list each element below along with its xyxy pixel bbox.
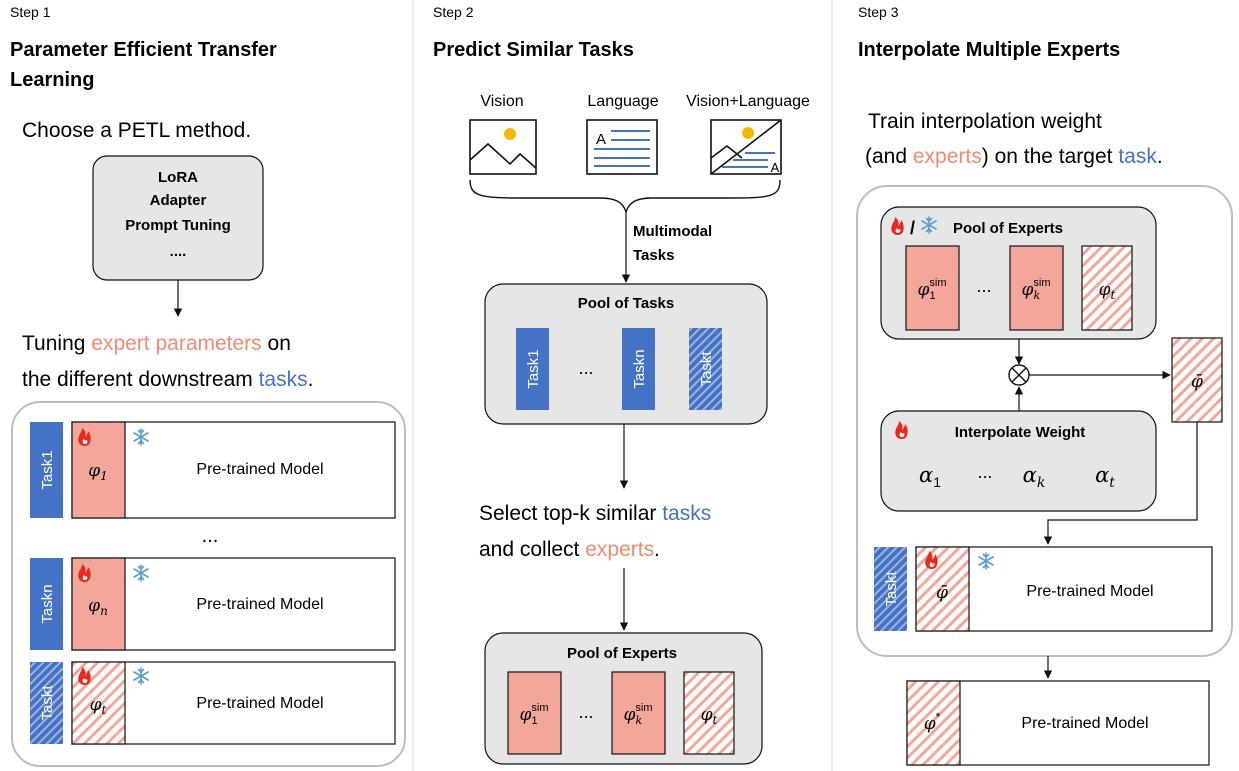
s3-expert-t-label: φt	[1099, 280, 1116, 302]
select-line2: and collect experts.	[479, 538, 660, 561]
document-icon: A	[586, 119, 658, 175]
svg-text:A: A	[771, 160, 780, 175]
method-lora: LoRA	[158, 169, 198, 186]
arrow-icon	[1043, 422, 1198, 545]
pool-of-experts-3-title: Pool of Experts	[953, 220, 1063, 237]
pool-taskn	[622, 328, 655, 410]
pretrained-model-n: Pre-trained Model	[196, 596, 323, 613]
modality-vision: Vision	[480, 93, 523, 110]
s3-pretrained-model: Pre-trained Model	[1026, 583, 1153, 600]
alpha-k: αk	[1023, 463, 1046, 491]
slash-separator: /	[910, 218, 915, 238]
step1-label: Step 1	[10, 4, 51, 20]
pool-taskt-label: Taskt	[698, 351, 715, 387]
pool-experts-2-ellipsis: ...	[578, 702, 593, 722]
modality-language: Language	[587, 93, 658, 110]
task1-chip	[30, 422, 63, 518]
model-row-t	[71, 661, 396, 745]
step2-label: Step 2	[433, 4, 474, 20]
phi-1: φ1	[88, 461, 108, 483]
tuning-line1: Tuning expert parameters on	[22, 332, 291, 355]
phi-t: φt	[90, 695, 107, 717]
step1-title-line2: Learning	[10, 69, 94, 91]
taskt-chip	[30, 662, 63, 744]
step1-choose-text: Choose a PETL method.	[22, 119, 251, 142]
image-text-icon: A	[710, 119, 782, 175]
pretrained-model-1: Pre-trained Model	[196, 461, 323, 478]
model-row-1	[71, 421, 396, 519]
s3-taskt-label: Taskt	[883, 571, 900, 607]
modality-vision-language: Vision+Language	[686, 93, 810, 110]
tuning-line2: the different downstream tasks.	[22, 368, 313, 391]
method-adapter: Adapter	[150, 192, 207, 209]
method-ellipsis: ....	[170, 243, 187, 260]
method-prompt-tuning: Prompt Tuning	[125, 217, 231, 234]
train-line2: (and experts) on the target task.	[865, 145, 1163, 168]
s3-taskt-chip	[874, 547, 907, 631]
interpolate-weight-title: Interpolate Weight	[955, 424, 1086, 441]
brace	[469, 179, 781, 215]
phi-bar-label: φ̄	[1191, 372, 1203, 392]
step1-title-line1: Parameter Efficient Transfer	[10, 39, 277, 61]
alpha-t: αt	[1095, 463, 1115, 491]
taskt-label: Taskt	[39, 685, 56, 721]
pool-tasks-ellipsis: ...	[578, 358, 593, 378]
taskn-chip	[30, 558, 63, 650]
pool-taskn-label: Taskn	[631, 349, 648, 388]
taskn-label: Taskn	[39, 584, 56, 623]
pool-of-experts-2-title: Pool of Experts	[567, 645, 677, 662]
expert-sim-k	[611, 671, 666, 755]
multimodal-label-1: Multimodal	[633, 223, 712, 240]
rows-ellipsis: ...	[202, 525, 219, 547]
final-pretrained-model: Pre-trained Model	[1021, 715, 1148, 732]
s3-phi-bar-label: φ̄	[936, 583, 948, 603]
s3-pool-ellipsis: ...	[976, 276, 991, 296]
final-param	[906, 680, 961, 766]
train-line1: Train interpolation weight	[868, 110, 1102, 133]
step2-title: Predict Similar Tasks	[433, 39, 634, 61]
pool-task1	[516, 328, 549, 410]
svg-text:A: A	[596, 131, 606, 148]
pool-task1-label: Task1	[525, 349, 542, 388]
s3-expert-t	[1081, 245, 1133, 331]
pool-of-tasks-title: Pool of Tasks	[578, 295, 674, 312]
s3-expert-sim-1	[905, 245, 960, 331]
expert-t	[683, 671, 735, 755]
expert-sim-1	[507, 671, 562, 755]
step3-title: Interpolate Multiple Experts	[858, 39, 1120, 61]
interpolate-weight-box	[880, 410, 1157, 512]
s3-phi-bar-param	[915, 546, 970, 632]
alpha-ellipsis: ...	[977, 462, 992, 482]
image-icon	[469, 119, 537, 175]
phi-n: φn	[88, 596, 108, 618]
final-param-label: φ*	[924, 710, 941, 734]
alpha-1: α1	[919, 463, 941, 490]
pretrained-model-t: Pre-trained Model	[196, 695, 323, 712]
select-line1: Select top-k similar tasks	[479, 502, 711, 525]
task1-label: Task1	[39, 450, 56, 489]
multimodal-label-2: Tasks	[633, 247, 674, 264]
pool-taskt	[689, 328, 722, 410]
expert-t-label: φt	[701, 705, 718, 727]
step3-label: Step 3	[858, 4, 899, 20]
s3-expert-sim-k	[1009, 245, 1064, 331]
